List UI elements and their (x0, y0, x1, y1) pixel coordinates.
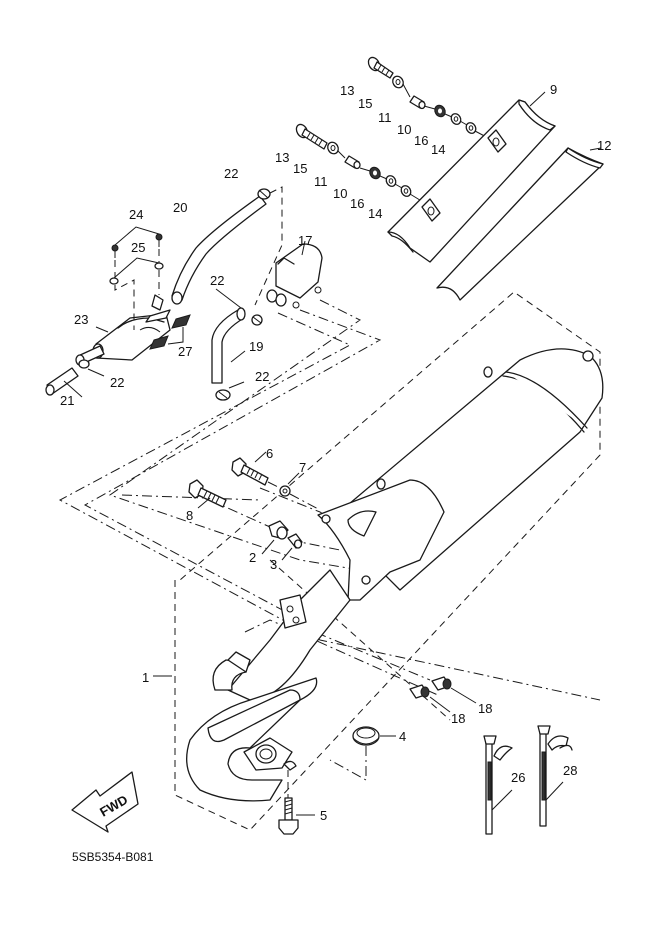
washer-14-lower[interactable] (399, 184, 412, 198)
callout-2: 2 (249, 550, 256, 565)
muffler-protector-12[interactable] (436, 147, 604, 301)
grommet-10-lower[interactable] (368, 165, 383, 180)
gasket-4[interactable] (352, 726, 380, 746)
hose-clip-22-d[interactable] (78, 359, 90, 369)
bolt-13-upper[interactable] (366, 55, 394, 79)
callout-9: 9 (550, 82, 557, 97)
callout-19: 19 (249, 339, 263, 354)
callout-27: 27 (178, 344, 192, 359)
callout-14-lower: 14 (368, 206, 382, 221)
screw-24-right[interactable] (155, 233, 163, 247)
callout-22-left: 22 (110, 375, 124, 390)
hose-21[interactable] (45, 367, 79, 396)
collar-2[interactable] (268, 520, 289, 540)
hose-clip-22-b[interactable] (251, 314, 263, 326)
bolt-13-lower[interactable] (294, 122, 328, 150)
callout-1: 1 (142, 670, 149, 685)
callout-18-lower: 18 (451, 711, 465, 726)
callout-5: 5 (320, 808, 327, 823)
callout-14-upper: 14 (431, 142, 445, 157)
washer-25-left[interactable] (109, 277, 119, 285)
screw-24-left[interactable] (111, 244, 119, 258)
reed-valve-17[interactable] (266, 243, 323, 309)
flange-bolt-5[interactable] (278, 797, 299, 835)
callout-22-top: 22 (224, 166, 238, 181)
callout-26: 26 (511, 770, 525, 785)
callout-7: 7 (299, 460, 306, 475)
collar-11-upper[interactable] (409, 95, 426, 110)
callout-4: 4 (399, 729, 406, 744)
callout-11-upper: 11 (378, 110, 392, 125)
washer-14-upper[interactable] (464, 121, 477, 135)
callout-10-upper: 10 (397, 122, 411, 137)
callout-6: 6 (266, 446, 273, 461)
callout-18-upper: 18 (478, 701, 492, 716)
damper-27[interactable] (149, 314, 191, 350)
callout-17: 17 (298, 233, 312, 248)
muffler-protector-9[interactable] (387, 99, 556, 263)
air-filter-case-23[interactable] (92, 313, 171, 361)
callout-25: 25 (131, 240, 145, 255)
callout-11-lower: 11 (314, 174, 328, 189)
washer-16-upper[interactable] (449, 112, 462, 126)
callout-12: 12 (597, 138, 611, 153)
mount-bracket (145, 294, 171, 323)
washer-25-right[interactable] (154, 262, 164, 270)
washer-16-lower[interactable] (384, 174, 397, 188)
drawing-code: 5SB5354-B081 (72, 850, 154, 864)
grommet-10-upper[interactable] (433, 103, 448, 118)
callout-16-lower: 16 (350, 196, 364, 211)
hose-clip-22-c[interactable] (215, 389, 231, 401)
hose-20[interactable] (171, 195, 267, 305)
callout-8: 8 (186, 508, 193, 523)
callout-13-lower: 13 (275, 150, 289, 165)
bolt-18-upper[interactable] (431, 676, 452, 691)
collar-11-lower[interactable] (344, 155, 361, 170)
bolt-18-lower[interactable] (409, 684, 430, 699)
washer-15-lower[interactable] (326, 140, 341, 155)
flange-bolt-6[interactable] (231, 457, 269, 486)
hose-19[interactable] (211, 307, 246, 384)
callout-13-upper: 13 (340, 83, 354, 98)
callout-22-bottom: 22 (255, 369, 269, 384)
callout-3: 3 (270, 557, 277, 572)
callout-20: 20 (173, 200, 187, 215)
washer-7[interactable] (279, 485, 291, 497)
callout-24: 24 (129, 207, 143, 222)
muffler-assembly-1[interactable] (186, 348, 604, 802)
hose-clip-22-a[interactable] (257, 188, 271, 200)
callout-22-mid: 22 (210, 273, 224, 288)
flange-bolt-8[interactable] (188, 479, 227, 508)
callout-16-upper: 16 (414, 133, 428, 148)
callout-15-lower: 15 (293, 161, 307, 176)
band-26[interactable] (483, 735, 513, 835)
callout-21: 21 (60, 393, 74, 408)
callout-23: 23 (74, 312, 88, 327)
callout-15-upper: 15 (358, 96, 372, 111)
washer-15-upper[interactable] (391, 74, 406, 89)
callout-28: 28 (563, 763, 577, 778)
callout-10-lower: 10 (333, 186, 347, 201)
collar-3[interactable] (287, 533, 303, 549)
forward-direction-arrow: FWD (71, 771, 139, 833)
band-28[interactable] (537, 725, 573, 827)
